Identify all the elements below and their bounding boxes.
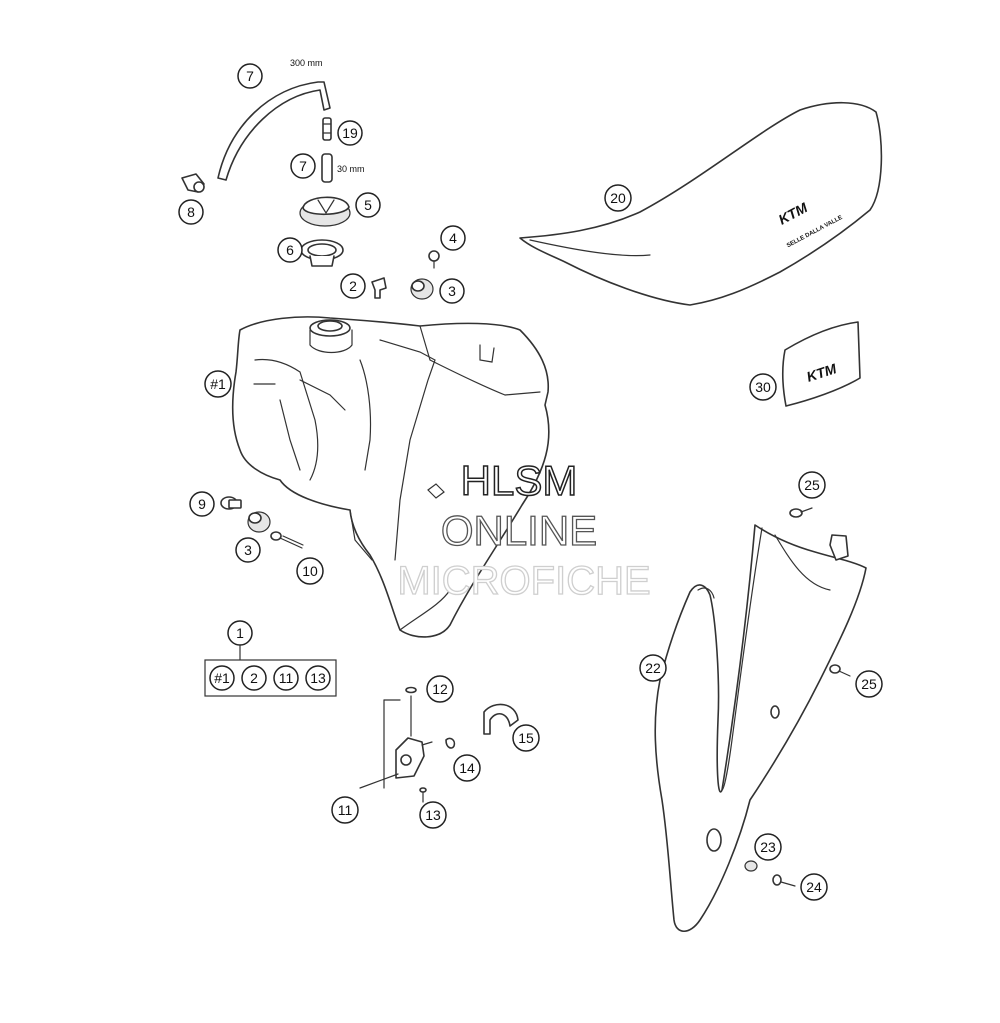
callout-23[interactable]: 23 [754,833,782,861]
breather-hose-long: 300 mm [217,58,331,181]
callout-19[interactable]: 19 [337,120,363,146]
fuel-tap [395,686,456,803]
side-panel [654,524,867,933]
breather-hose-short: 30 mm [321,153,365,183]
filler-cap [299,196,351,227]
svg-text:2: 2 [250,670,258,686]
svg-text:7: 7 [299,158,307,174]
callout-7-long[interactable]: 7 [237,63,263,89]
watermark: HLSM ONLINE MICROFICHE [397,456,652,603]
hose-connector [322,117,332,141]
svg-text:1: 1 [236,625,244,641]
svg-text:10: 10 [302,563,318,579]
svg-text:30: 30 [755,379,771,395]
callout-22[interactable]: 22 [639,654,667,682]
hose-length-300mm: 300 mm [290,58,323,68]
callout-30[interactable]: 30 [749,373,777,401]
rubber-bushing-3-top [410,278,434,300]
svg-text:3: 3 [244,542,252,558]
screw-25-lower [829,664,851,677]
callout-11[interactable]: 11 [331,796,359,824]
svg-text:9: 9 [198,496,206,512]
svg-text:23: 23 [760,839,776,855]
callout-3-top[interactable]: 3 [439,278,465,304]
svg-text:5: 5 [364,197,372,213]
svg-text:14: 14 [459,760,475,776]
callout-15[interactable]: 15 [512,724,540,752]
svg-text:24: 24 [806,879,822,895]
screw-9 [220,496,242,510]
fuel-tank [231,316,550,638]
svg-text:25: 25 [804,477,820,493]
callout-8[interactable]: 8 [178,199,204,225]
watermark-line-1: HLSM [461,457,578,504]
svg-text:13: 13 [425,807,441,823]
svg-text:7: 7 [246,68,254,84]
watermark-line-2: ONLINE [441,507,597,554]
fuel-hose-elbow [483,703,519,735]
callout-9[interactable]: 9 [189,491,215,517]
kit-item-tank[interactable]: #1 [209,665,235,691]
svg-text:13: 13 [310,670,326,686]
svg-text:8: 8 [187,204,195,220]
cap-gasket [300,239,344,267]
callout-12[interactable]: 12 [426,675,454,703]
svg-text:20: 20 [610,190,626,206]
svg-text:19: 19 [342,125,358,141]
callout-4[interactable]: 4 [440,225,466,251]
callout-25-lower[interactable]: 25 [855,670,883,698]
svg-text:#1: #1 [210,376,226,392]
svg-text:3: 3 [448,283,456,299]
callout-25-upper[interactable]: 25 [798,471,826,499]
svg-text:4: 4 [449,230,457,246]
leader-lines [239,383,401,789]
svg-text:2: 2 [349,278,357,294]
seat: KTM SELLE DALLA VALLE [519,101,883,306]
svg-text:12: 12 [432,681,448,697]
callout-7-short[interactable]: 7 [290,153,316,179]
svg-text:11: 11 [279,670,294,686]
callout-13[interactable]: 13 [419,801,447,829]
callout-5[interactable]: 5 [355,192,381,218]
seat-cover: KTM [782,321,861,407]
callout-tank-1[interactable]: #1 [204,370,232,398]
callout-1[interactable]: 1 [227,620,253,646]
callout-6[interactable]: 6 [277,237,303,263]
callout-3-side[interactable]: 3 [235,537,261,563]
svg-text:22: 22 [645,660,661,676]
callout-24[interactable]: 24 [800,873,828,901]
callout-10[interactable]: 10 [296,557,324,585]
callout-20[interactable]: 20 [604,184,632,212]
svg-text:25: 25 [861,676,877,692]
svg-text:15: 15 [518,730,534,746]
screw-2 [371,277,387,299]
breather-valve [181,173,205,193]
kit-item-13[interactable]: 13 [305,665,331,691]
screw-24 [772,874,796,887]
screw-4 [428,250,440,269]
kit-item-11[interactable]: 11 [273,665,299,691]
washer-23 [744,860,758,872]
svg-text:#1: #1 [214,670,230,686]
callout-2[interactable]: 2 [340,273,366,299]
watermark-line-3: MICROFICHE [397,559,650,603]
kit-item-2[interactable]: 2 [241,665,267,691]
svg-text:6: 6 [286,242,294,258]
screw-10 [270,531,304,549]
screw-25-upper [789,507,813,518]
rubber-bushing-3-side [247,511,271,533]
hose-length-30mm: 30 mm [337,164,365,174]
svg-text:11: 11 [338,802,353,818]
callout-14[interactable]: 14 [453,754,481,782]
